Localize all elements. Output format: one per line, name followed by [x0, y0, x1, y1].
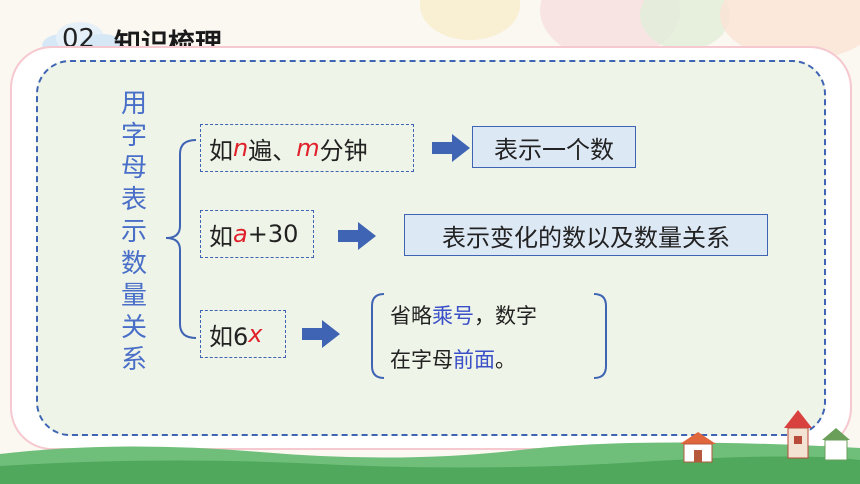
vertical-title-char: 表 — [120, 185, 147, 215]
background-blob-yellow — [420, 0, 520, 40]
vertical-title-char: 母 — [120, 153, 147, 183]
vertical-title-char: 数 — [120, 249, 147, 279]
ground-decoration — [0, 442, 860, 484]
result-line-2: 在字母前面。 — [390, 344, 516, 374]
highlight-text: 前面 — [453, 348, 495, 372]
example-prefix: 如6 — [209, 322, 249, 351]
vertical-title-char: 量 — [120, 281, 147, 311]
vertical-title-char: 系 — [120, 345, 147, 375]
example-suffix: 分钟 — [319, 136, 368, 165]
example-prefix: 如 — [209, 136, 233, 165]
vertical-title-char: 示 — [120, 217, 147, 247]
result-text: ，数字 — [474, 304, 537, 328]
variable-a: a — [233, 220, 248, 248]
vertical-title-char: 关 — [120, 313, 147, 343]
result-line-1: 省略乘号，数字 — [390, 300, 537, 330]
small-house-icon — [822, 428, 850, 461]
vertical-title-char: 用 — [120, 89, 147, 119]
result-box-1: 表示一个数 — [472, 126, 636, 168]
arrow-right-icon — [302, 320, 340, 348]
vertical-title-char: 字 — [120, 121, 147, 151]
result-text: 表示变化的数以及数量关系 — [442, 223, 730, 252]
result-box-2: 表示变化的数以及数量关系 — [404, 214, 768, 256]
brace-icon — [165, 139, 197, 339]
tower-icon — [784, 410, 812, 459]
highlight-text: 乘号 — [432, 304, 474, 328]
result-text: 表示一个数 — [494, 135, 614, 164]
variable-n: n — [233, 134, 249, 162]
arrow-right-icon — [338, 222, 376, 250]
example-mid: 遍、 — [248, 136, 297, 165]
arrow-right-icon — [432, 134, 470, 162]
variable-m: m — [296, 134, 320, 162]
house-icon — [680, 432, 716, 463]
result-text: 在字母 — [390, 348, 453, 372]
example-suffix: +30 — [247, 220, 299, 248]
result-bracket-3: 省略乘号，数字 在字母前面。 — [370, 292, 608, 380]
vertical-topic-title: 用 字 母 表 示 数 量 关 系 — [116, 88, 152, 376]
result-text: 省略 — [390, 304, 432, 328]
variable-x: x — [248, 320, 263, 348]
bracket-icon — [371, 293, 607, 379]
example-prefix: 如 — [209, 222, 233, 251]
result-text: 。 — [495, 348, 516, 372]
